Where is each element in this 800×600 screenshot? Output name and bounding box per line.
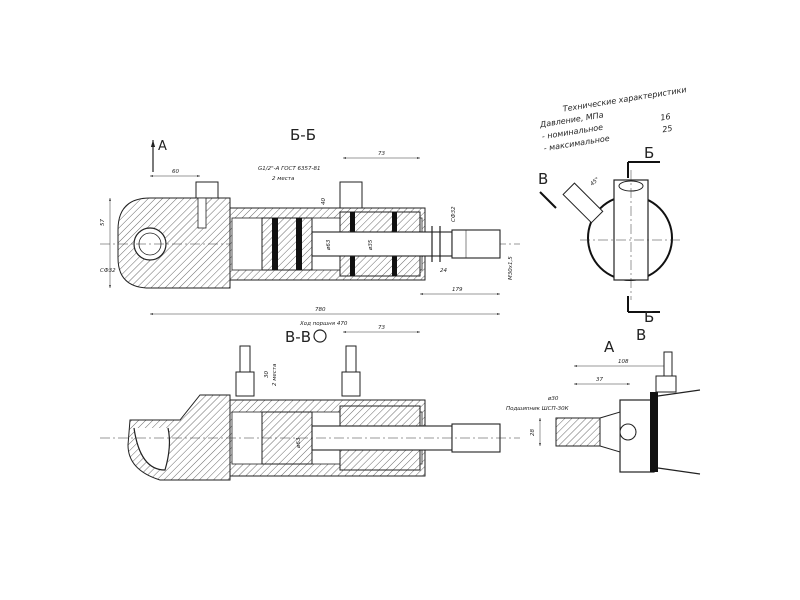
- dim-d63-vv: ø63: [296, 437, 302, 449]
- specs-nominal-value: 16: [660, 112, 671, 122]
- dim-780: 780: [315, 307, 326, 313]
- dim-28: 28: [530, 429, 536, 436]
- note-2mesta-vv: 2 места: [272, 363, 278, 386]
- dim-40-port: 40: [321, 198, 327, 205]
- section-bb: Б-Б A 60 7: [100, 126, 520, 315]
- dim-d35: ø35: [368, 239, 374, 251]
- piston: [261, 217, 313, 271]
- dim-73-vv: 73: [378, 325, 385, 331]
- dim-d63-bb: ø63: [326, 239, 332, 251]
- port-fitting-1: [195, 181, 219, 199]
- specs-max-value: 25: [662, 124, 673, 134]
- vv-fitting-2: [345, 345, 357, 373]
- rod-end-thread: [451, 229, 501, 259]
- section-bb-title: Б-Б: [290, 126, 316, 144]
- piston-rod: [311, 231, 453, 257]
- dim-sf32-rod: СФ32: [451, 206, 457, 222]
- specifications-block: Технические характеристики Давление, МПа…: [538, 85, 687, 153]
- marker-b-top: Б: [644, 144, 654, 162]
- rotation-symbol: [313, 329, 327, 343]
- dim-73-top: 73: [378, 151, 385, 157]
- section-vv: В-В Ход поршня 470 73 30 2 места ø63: [100, 321, 520, 481]
- dim-30-vv: 30: [264, 371, 270, 378]
- view-a-flange: [650, 392, 658, 472]
- dim-57: 57: [100, 219, 106, 226]
- view-a: A 108 37 28 ø30 Подшипник ШСП-30К: [506, 338, 701, 475]
- view-a-letter: A: [158, 139, 167, 154]
- marker-v-bottom: В: [636, 326, 646, 344]
- dim-sf32-eye: СФ32: [100, 268, 116, 274]
- port-note-1: G1/2"-A ГОСТ 6357-81: [258, 166, 320, 172]
- marker-v-top: В: [538, 170, 548, 188]
- dim-d30: ø30: [547, 396, 559, 402]
- view-a-marker: A: [150, 139, 167, 172]
- view-a-fitting: [655, 375, 677, 393]
- dim-179: 179: [452, 287, 463, 293]
- dim-37: 37: [596, 377, 603, 383]
- dim-108: 108: [618, 359, 629, 365]
- port-fitting-2: [339, 181, 363, 209]
- stroke-note: Ход поршня 470: [299, 321, 348, 327]
- dim-24: 24: [440, 268, 447, 274]
- specs-title: Технические характеристики: [562, 85, 687, 113]
- dim-60: 60: [172, 169, 179, 175]
- angled-fitting: [562, 182, 604, 224]
- port-note-2: 2 места: [272, 176, 295, 182]
- view-a-title: A: [604, 338, 615, 356]
- view-a-bearing: [555, 417, 601, 447]
- marker-b-bottom: Б: [644, 308, 654, 326]
- side-view: Б Б В В 45°: [538, 144, 680, 344]
- vv-fitting-1: [239, 345, 251, 373]
- bearing-note: Подшипник ШСП-30К: [506, 406, 570, 412]
- angle-45: 45°: [589, 177, 601, 188]
- section-vv-title: В-В: [285, 328, 311, 346]
- dim-m30: М30х1,5: [508, 256, 514, 280]
